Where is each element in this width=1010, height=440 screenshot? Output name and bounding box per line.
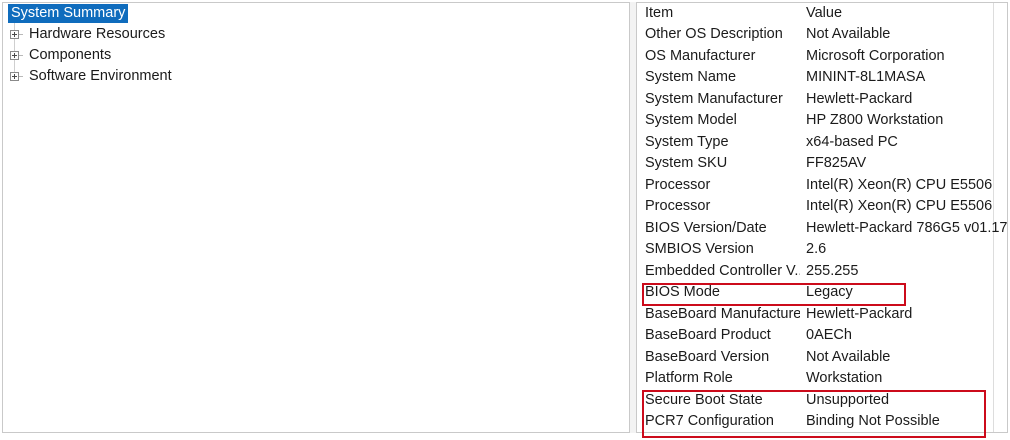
row-item-label: Processor	[645, 198, 711, 215]
row-item-value: 0AECh	[806, 327, 852, 344]
row-item-value: Hewlett-Packard 786G5 v01.17, 8/	[806, 219, 1007, 236]
tree-item-components[interactable]: Components	[3, 44, 629, 68]
tree-item-label: Hardware Resources	[29, 25, 166, 42]
row-item-label: BaseBoard Product	[645, 327, 771, 344]
tree-item-label: Components	[29, 46, 112, 63]
table-row[interactable]: BaseBoard Version Not Available	[637, 346, 1007, 368]
row-item-value: 255.255	[806, 262, 859, 279]
row-item-label: System Name	[645, 69, 737, 86]
tree-item-hardware-resources[interactable]: Hardware Resources	[3, 23, 629, 47]
column-header-item[interactable]: Item	[645, 4, 674, 21]
pane-splitter[interactable]	[629, 2, 637, 433]
tree-item-system-summary[interactable]: System Summary	[3, 3, 629, 24]
navigation-tree-pane[interactable]: System Summary Hardware Resources Compon…	[2, 2, 629, 433]
table-row[interactable]: BaseBoard Manufacturer Hewlett-Packard	[637, 303, 1007, 325]
row-item-label: Embedded Controller V...	[645, 262, 800, 279]
table-row[interactable]: SMBIOS Version 2.6	[637, 239, 1007, 261]
row-item-label: BaseBoard Version	[645, 348, 770, 365]
row-item-label: Other OS Description	[645, 26, 783, 43]
table-row[interactable]: OS Manufacturer Microsoft Corporation	[637, 45, 1007, 67]
row-item-label: System SKU	[645, 155, 728, 172]
table-row[interactable]: Platform Role Workstation	[637, 368, 1007, 390]
row-item-label: System Model	[645, 112, 737, 129]
table-row[interactable]: Embedded Controller V... 255.255	[637, 260, 1007, 282]
detail-rows: Item Value Other OS Description Not Avai…	[637, 3, 1007, 433]
row-item-label: Platform Role	[645, 370, 733, 387]
row-item-value: Not Available	[806, 26, 891, 43]
expand-plus-icon[interactable]	[8, 23, 23, 47]
row-item-value: Intel(R) Xeon(R) CPU E5506	[806, 176, 993, 193]
row-item-value: HP Z800 Workstation	[806, 112, 944, 129]
table-row[interactable]: BaseBoard Product 0AECh	[637, 325, 1007, 347]
expand-plus-icon[interactable]	[8, 65, 23, 84]
row-item-label: OS Manufacturer	[645, 47, 756, 64]
tree-root: System Summary Hardware Resources Compon…	[3, 3, 629, 87]
table-row-bios-mode[interactable]: BIOS Mode Legacy	[637, 282, 1007, 304]
row-item-value: Microsoft Corporation	[806, 47, 945, 64]
row-item-value: x64-based PC	[806, 133, 898, 150]
tree-item-label: System Summary	[8, 3, 129, 24]
table-row[interactable]: Other OS Description Not Available	[637, 24, 1007, 46]
row-item-value: Workstation	[806, 370, 883, 387]
row-item-value: Hewlett-Packard	[806, 305, 913, 322]
table-row[interactable]: System Manufacturer Hewlett-Packard	[637, 88, 1007, 110]
row-item-value: MININT-8L1MASA	[806, 69, 926, 86]
row-item-label: BaseBoard Manufacturer	[645, 305, 800, 322]
row-item-label: System Type	[645, 133, 729, 150]
table-row[interactable]: Processor Intel(R) Xeon(R) CPU E5506	[637, 196, 1007, 218]
table-row[interactable]: System SKU FF825AV	[637, 153, 1007, 175]
detail-list-pane[interactable]: Item Value Other OS Description Not Avai…	[637, 2, 1008, 433]
row-item-value: 2.6	[806, 241, 827, 258]
row-item-label: SMBIOS Version	[645, 241, 754, 258]
table-row-pcr7-configuration[interactable]: PCR7 Configuration Binding Not Possible	[637, 411, 1007, 433]
row-item-label: System Manufacturer	[645, 90, 783, 107]
row-item-label: BIOS Mode	[645, 284, 720, 301]
row-item-value: Intel(R) Xeon(R) CPU E5506	[806, 198, 993, 215]
table-row[interactable]: Processor Intel(R) Xeon(R) CPU E5506	[637, 174, 1007, 196]
row-item-value: Unsupported	[806, 391, 890, 408]
row-item-value: Legacy	[806, 284, 853, 301]
row-item-label: BIOS Version/Date	[645, 219, 767, 236]
row-item-value: Hewlett-Packard	[806, 90, 913, 107]
column-separator	[993, 3, 994, 432]
table-row[interactable]: BIOS Version/Date Hewlett-Packard 786G5 …	[637, 217, 1007, 239]
row-item-label: Processor	[645, 176, 711, 193]
tree-item-software-environment[interactable]: Software Environment	[3, 65, 629, 87]
detail-header-row: Item Value	[637, 3, 1007, 24]
expand-plus-icon[interactable]	[8, 44, 23, 68]
row-item-value: Binding Not Possible	[806, 413, 940, 430]
table-row[interactable]: System Name MININT-8L1MASA	[637, 67, 1007, 89]
column-header-value[interactable]: Value	[806, 4, 843, 21]
table-row[interactable]: System Type x64-based PC	[637, 131, 1007, 153]
table-row[interactable]: System Model HP Z800 Workstation	[637, 110, 1007, 132]
row-item-label: PCR7 Configuration	[645, 413, 774, 430]
table-row-secure-boot-state[interactable]: Secure Boot State Unsupported	[637, 389, 1007, 411]
row-item-value: Not Available	[806, 348, 891, 365]
row-item-label: Secure Boot State	[645, 391, 763, 408]
tree-item-label: Software Environment	[29, 67, 172, 84]
row-item-value: FF825AV	[806, 155, 867, 172]
